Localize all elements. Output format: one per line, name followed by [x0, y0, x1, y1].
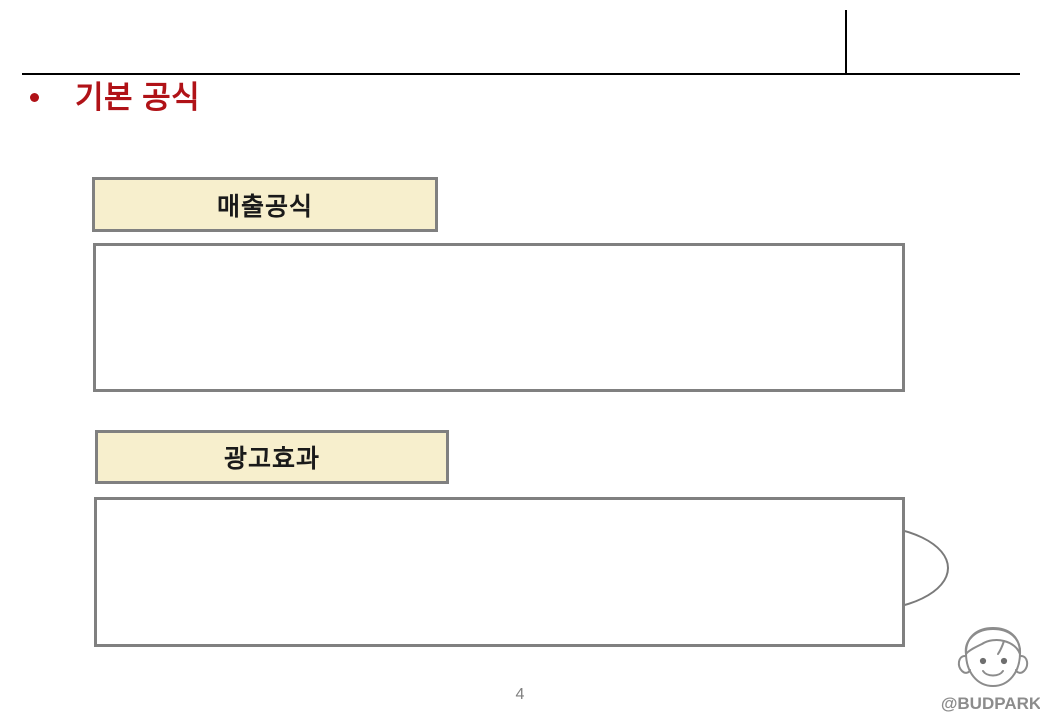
section-caption-sales: 매출공식 [92, 177, 438, 232]
bullet-dot-icon [30, 93, 39, 102]
page-title-text: 기본 공식 [75, 80, 201, 115]
page-title: 기본 공식 [30, 82, 200, 113]
watermark-handle: @BUDPARK [940, 694, 1040, 713]
header-vertical-divider [845, 10, 847, 74]
face-avatar-icon [957, 626, 1029, 688]
section-caption-ad-effect: 광고효과 [95, 430, 449, 484]
header-horizontal-rule [22, 73, 1020, 75]
section-caption-label: 매출공식 [216, 192, 313, 221]
formula-frame-ad-effect: 노출 X 유입 X 전환율 [94, 497, 905, 647]
formula-frame-sales: DB X 객단가 X 판매율 [93, 243, 949, 621]
watermark: @BUDPARK [941, 626, 1040, 714]
section-caption-label: 광고효과 [223, 445, 320, 473]
page-number: 4 [515, 686, 525, 703]
